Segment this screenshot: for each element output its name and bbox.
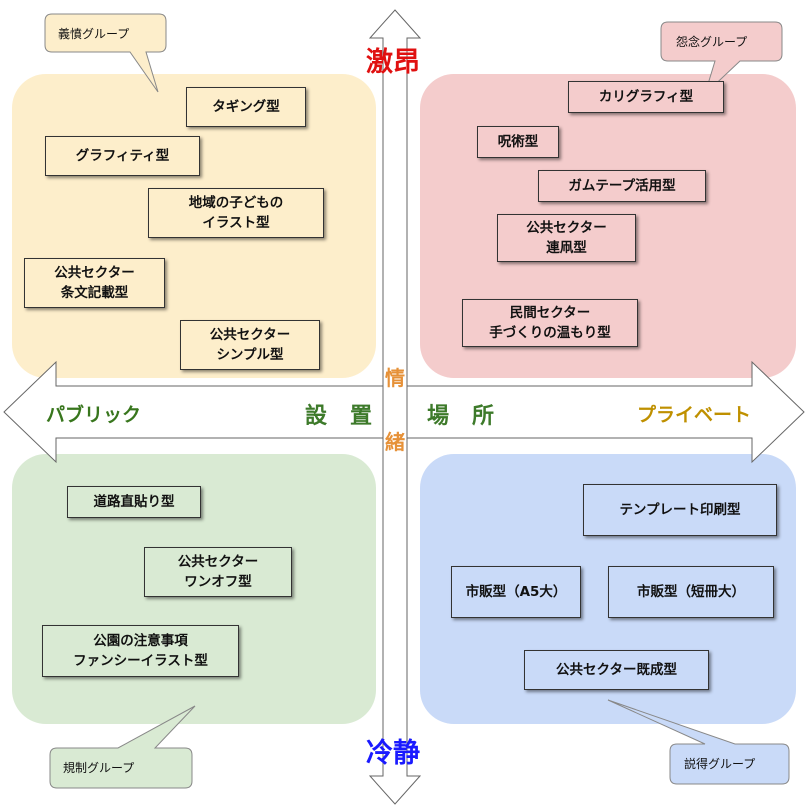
item-box: 公共セクター ワンオフ型 bbox=[144, 547, 292, 597]
callout-bottom-right bbox=[607, 699, 790, 785]
vertical-center-label-top: 情 bbox=[385, 366, 405, 390]
item-line: 民間セクター bbox=[509, 305, 591, 321]
item-box: タギング型 bbox=[186, 87, 306, 127]
item-box: 市販型（短冊大） bbox=[608, 566, 774, 618]
vertical-center-label-bottom: 緒 bbox=[385, 430, 405, 454]
item-line: ファンシーイラスト型 bbox=[73, 653, 208, 669]
item-line: 地域の子どもの bbox=[188, 195, 284, 211]
callout-bottom-left bbox=[49, 705, 196, 789]
vertical-axis-arrow bbox=[368, 9, 422, 805]
item-box: 道路直貼り型 bbox=[67, 486, 201, 518]
item-line: ガムテープ活用型 bbox=[568, 178, 676, 194]
item-box: 公共セクター 条文記載型 bbox=[24, 258, 165, 308]
item-box: カリグラフィ型 bbox=[568, 81, 724, 113]
item-line: 道路直貼り型 bbox=[93, 494, 175, 510]
group-label-bottom-right: 説得グループ bbox=[684, 757, 756, 771]
item-line: 公共セクター bbox=[54, 265, 135, 281]
item-line: ワンオフ型 bbox=[184, 574, 252, 590]
item-line: 公共セクター bbox=[526, 220, 607, 236]
center-char-1: 設 bbox=[305, 404, 328, 429]
item-line: グラフィティ型 bbox=[75, 148, 170, 164]
item-box: ガムテープ活用型 bbox=[538, 170, 706, 202]
item-box: 民間セクター 手づくりの温もり型 bbox=[462, 299, 638, 347]
item-line: タギング型 bbox=[212, 99, 280, 115]
item-line: 連凧型 bbox=[546, 240, 587, 256]
item-box: 公共セクター シンプル型 bbox=[180, 320, 320, 370]
item-box: 公園の注意事項 ファンシーイラスト型 bbox=[42, 625, 239, 677]
center-char-2: 置 bbox=[350, 404, 373, 429]
item-box: テンプレート印刷型 bbox=[583, 484, 777, 536]
group-label-top-left: 義憤グループ bbox=[58, 27, 130, 41]
item-line: テンプレート印刷型 bbox=[619, 502, 741, 518]
horizontal-left-label: パブリック bbox=[46, 404, 142, 426]
item-box: グラフィティ型 bbox=[45, 136, 200, 176]
item-line: 市販型（短冊大） bbox=[637, 584, 745, 600]
center-char-4: 所 bbox=[472, 404, 495, 429]
item-line: 公共セクター bbox=[177, 554, 259, 570]
item-line: 条文記載型 bbox=[60, 285, 129, 301]
callout-top-right bbox=[660, 21, 783, 96]
item-line: シンプル型 bbox=[216, 347, 284, 363]
item-line: イラスト型 bbox=[202, 215, 270, 231]
item-line: 公園の注意事項 bbox=[93, 633, 188, 649]
item-box: 地域の子どもの イラスト型 bbox=[148, 188, 324, 238]
vertical-top-label: 激昂 bbox=[366, 47, 420, 78]
item-line: カリグラフィ型 bbox=[598, 89, 694, 105]
item-box: 市販型（A5大） bbox=[451, 566, 581, 618]
item-line: 公共セクター既成型 bbox=[556, 662, 677, 678]
item-line: 手づくりの温もり型 bbox=[489, 325, 611, 341]
item-line: 公共セクター bbox=[209, 327, 291, 343]
horizontal-right-label: プライベート bbox=[637, 404, 752, 426]
group-label-top-right: 怨念グループ bbox=[676, 35, 748, 49]
item-box: 呪術型 bbox=[477, 126, 559, 158]
item-box: 公共セクター 連凧型 bbox=[497, 214, 636, 262]
item-box: 公共セクター既成型 bbox=[524, 650, 709, 690]
center-char-3: 場 bbox=[427, 404, 450, 429]
vertical-bottom-label: 冷静 bbox=[366, 738, 420, 769]
callout-top-left bbox=[44, 13, 167, 93]
item-line: 市販型（A5大） bbox=[465, 584, 567, 600]
item-line: 呪術型 bbox=[497, 134, 539, 150]
group-label-bottom-left: 規制グループ bbox=[63, 761, 135, 775]
